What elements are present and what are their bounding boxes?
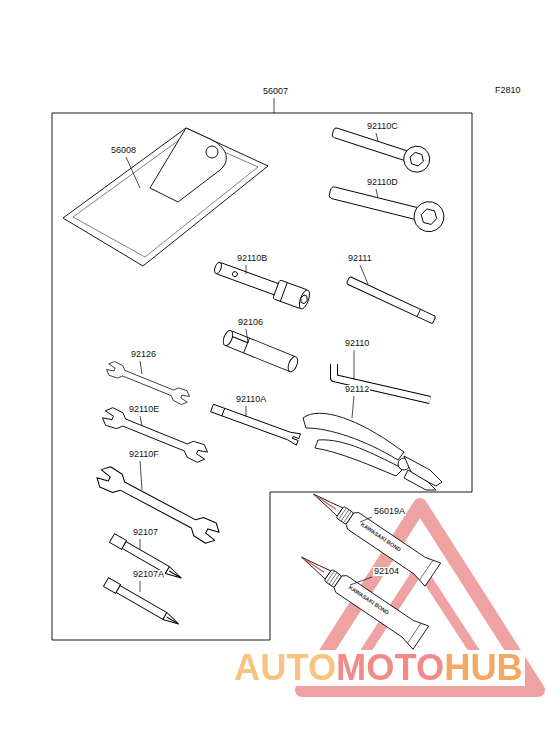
callout-number: 92110B [236, 254, 268, 263]
screwdriver-bit [104, 578, 182, 629]
callout-number: 92110E [128, 405, 160, 414]
open-wrench [105, 360, 191, 406]
callout-number: 92110D [366, 178, 399, 187]
open-wrench [94, 464, 223, 547]
flat-wrench [210, 402, 301, 445]
pliers [303, 413, 442, 490]
callout-number: 56019A [373, 507, 406, 516]
callout-number: 92106 [237, 318, 264, 327]
callout-number: 92107 [132, 528, 159, 537]
kit-frame [52, 113, 472, 640]
callout-number: 56007 [262, 87, 289, 96]
bar [346, 276, 435, 323]
callout-number: 92110C [366, 122, 399, 131]
leader-lines [126, 98, 378, 592]
callout-number: 56008 [110, 146, 137, 155]
tube-wrench [221, 329, 299, 373]
ring-wrench [326, 177, 447, 234]
callout-number: 92126 [130, 350, 157, 359]
callout-number: 92112 [344, 385, 370, 394]
ring-wrench [329, 120, 433, 176]
callout-number: 92107A [132, 570, 165, 579]
watermark: AUTOMOTOHUB [232, 650, 525, 686]
figure-code: F2810 [494, 86, 522, 95]
bond-tube [294, 545, 429, 649]
open-wrench [100, 406, 209, 465]
plug-wrench [212, 258, 312, 311]
callout-number: 92110F [128, 450, 160, 459]
watermark-text: AUTOMOTOHUB [234, 647, 523, 688]
hex-key [334, 364, 430, 400]
tool-pouch [63, 128, 268, 266]
screwdriver-bit [110, 534, 184, 583]
callout-number: 92111 [347, 254, 373, 263]
callout-number: 92110 [344, 339, 370, 348]
callout-number: 92110A [235, 395, 267, 404]
callout-number: 92104 [373, 567, 400, 576]
